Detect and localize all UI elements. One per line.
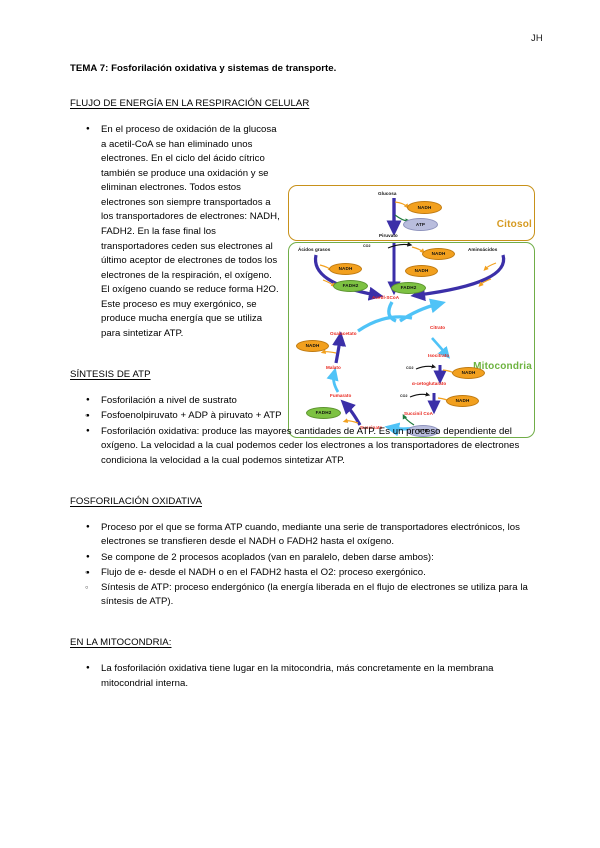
label-cytosol: Citosol (496, 218, 532, 230)
section-heading-sintesis-atp: SÍNTESIS DE ATP (70, 368, 151, 380)
oval-nadh-aminoacidos: NADH (405, 264, 438, 277)
bullet-list-en-la-mitocondria: La fosforilación oxidativa tiene lugar e… (70, 661, 538, 691)
list-item: La fosforilación oxidativa tiene lugar e… (70, 661, 538, 691)
oval-fadh2-acidos-grasos: FADH2 (333, 279, 368, 292)
label-citrato: Citrato (430, 324, 446, 330)
label-acidos-grasos: Ácidos grasos (298, 246, 331, 252)
bullet-list-fosforilacion-oxidativa: Proceso por el que se forma ATP cuando, … (70, 520, 538, 610)
list-item: En el proceso de oxidación de la glucosa… (70, 122, 282, 342)
label-piruvato: Piruvato (379, 232, 398, 238)
sub-bullet-list-fosforilacion-oxidativa: Flujo de e- desde el NADH o en el FADH2 … (70, 566, 538, 610)
section-heading-fosforilacion-oxidativa: FOSFORILACIÓN OXIDATIVA (70, 495, 202, 507)
page-header-initials: JH (530, 33, 543, 44)
bullet-list-sintesis-atp: Fosforilación a nivel de sustrato Fosfoe… (70, 393, 538, 469)
oval-nadh-glucolisis: NADH (407, 200, 442, 214)
sub-list-item: Síntesis de ATP: proceso endergónico (la… (70, 581, 538, 610)
label-acetil-scoa: Acetil-SCoA (372, 294, 400, 300)
sub-bullet-list-sintesis-atp: Fosfoenolpiruvato + ADP à piruvato + ATP (70, 409, 538, 424)
oval-nadh-acidos-grasos: NADH (329, 262, 362, 275)
bullet-list-flujo-energia: En el proceso de oxidación de la glucosa… (70, 122, 282, 342)
label-glucosa: Glucosa (378, 190, 397, 196)
section-heading-flujo-energia: FLUJO DE ENERGÍA EN LA RESPIRACIÓN CELUL… (70, 97, 310, 109)
oval-fadh2-aminoacidos: FADH2 (391, 281, 426, 294)
oval-nadh-piruvato: NADH (422, 247, 455, 260)
label-alfa-cetoglutarato: α-cetoglutarato (412, 380, 447, 386)
page-title: TEMA 7: Fosforilación oxidativa y sistem… (70, 63, 337, 74)
list-item: Fosforilación a nivel de sustrato (70, 393, 538, 409)
list-item: Proceso por el que se forma ATP cuando, … (70, 520, 538, 550)
cytosol-compartment (288, 184, 535, 241)
sub-list-item: Fosfoenolpiruvato + ADP à piruvato + ATP (70, 409, 538, 424)
list-item: Fosforilación oxidativa: produce las may… (70, 424, 538, 469)
oval-nadh-malato: NADH (296, 339, 329, 352)
sublist-wrapper: Fosfoenolpiruvato + ADP à piruvato + ATP (70, 409, 538, 424)
document-content: TEMA 7: Fosforilación oxidativa y sistem… (70, 63, 538, 692)
oval-nadh-isocitrato: NADH (452, 366, 485, 379)
oval-atp-glucolisis: ATP (403, 217, 438, 231)
section-heading-en-la-mitocondria: EN LA MITOCONDRIA: (70, 636, 172, 648)
label-isocitrato: Isocitrato (428, 352, 450, 358)
label-co2-isocitrato: CO2 (406, 365, 414, 370)
sublist-wrapper: Flujo de e- desde el NADH o en el FADH2 … (70, 566, 538, 610)
intro-block: Citosol Mitocondria Glucosa Piruvato Áci… (70, 122, 538, 438)
label-co2-piruvato: CO2 (363, 243, 371, 248)
label-oxalacetato: Oxalacetato (330, 330, 357, 336)
label-mitochondria: Mitocondria (473, 360, 532, 372)
label-aminoacidos: Aminoácidos (468, 246, 498, 252)
sub-list-item: Flujo de e- desde el NADH o en el FADH2 … (70, 566, 538, 581)
label-malato: Malato (326, 364, 341, 370)
list-item: Se compone de 2 procesos acoplados (van … (70, 550, 538, 566)
